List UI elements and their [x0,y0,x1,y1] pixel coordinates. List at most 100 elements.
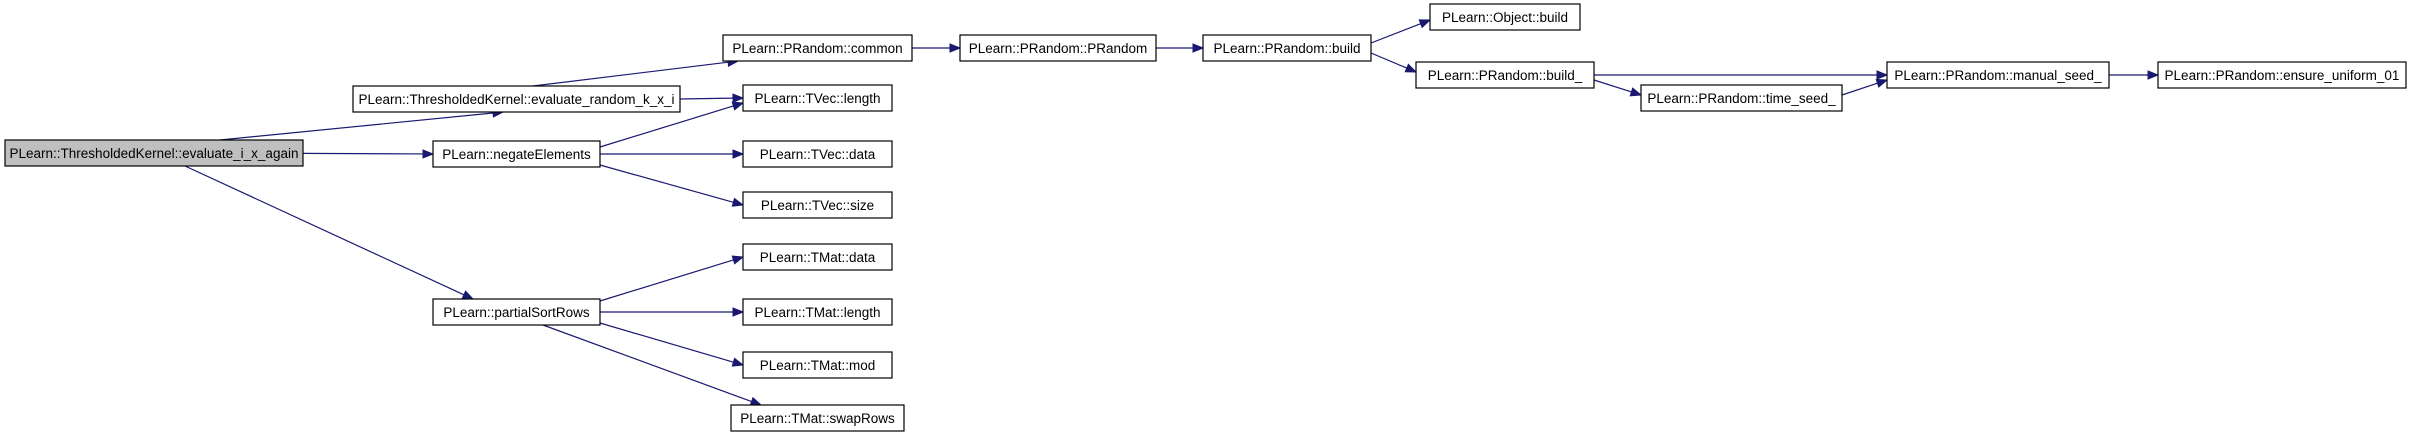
edge-neg-to-tvl [599,101,745,148]
edge-line [302,152,424,155]
edge-psr-to-tms [542,324,763,406]
node-tmm[interactable]: PLearn::TMat::mod [742,351,893,379]
edge-pms-to-peu [2109,70,2160,80]
arrowhead [1418,19,1432,29]
node-box [1886,61,2110,89]
arrowhead [731,255,745,265]
node-box [432,140,601,168]
node-tvl[interactable]: PLearn::TVec::length [742,84,893,112]
edge-prb-to-obj [1370,19,1432,44]
node-tms[interactable]: PLearn::TMat::swapRows [730,404,905,432]
node-erk[interactable]: PLearn::ThresholdedKernel::evaluate_rand… [352,85,681,113]
node-label: PLearn::PRandom::PRandom [969,41,1148,56]
node-peu[interactable]: PLearn::PRandom::ensure_uniform_01 [2157,61,2407,89]
edge-neg-to-tvs [599,164,745,207]
node-box [352,85,681,113]
node-label: PLearn::Object::build [1442,10,1568,25]
node-label: PLearn::TMat::swapRows [740,411,895,426]
edge-line [542,324,752,403]
node-neg[interactable]: PLearn::negateElements [432,140,601,168]
node-box [1202,34,1372,62]
node-pbu[interactable]: PLearn::PRandom::build_ [1415,61,1595,89]
arrowhead [732,307,745,317]
edge-pts-to-pms [1841,78,1889,96]
node-label: PLearn::TVec::length [754,91,880,106]
node-label: PLearn::TVec::size [761,198,874,213]
edge-line [219,112,494,141]
node-label: PLearn::PRandom::build_ [1428,68,1583,83]
edge-prb-to-pbu [1370,52,1418,73]
edge-psr-to-tmm [599,322,745,367]
arrowhead [949,43,962,53]
edge-neg-to-tvd [600,149,745,159]
node-label: PLearn::partialSortRows [443,305,590,320]
arrowhead [1876,70,1889,80]
edge-line [1370,52,1408,69]
edge-line [184,165,465,296]
node-prb[interactable]: PLearn::PRandom::build [1202,34,1372,62]
edge-line [679,97,734,100]
node-tvd[interactable]: PLearn::TVec::data [742,140,893,168]
edge-line [599,259,734,302]
edge-erk-to-prc [532,57,740,87]
arrowhead [732,149,745,159]
node-label: PLearn::PRandom::build [1213,41,1360,56]
edge-root-to-erk [219,108,505,141]
node-box [742,243,893,271]
edge-line [599,164,734,203]
edge-root-to-psr [184,165,475,300]
node-pts[interactable]: PLearn::PRandom::time_seed_ [1640,84,1843,112]
node-box [742,351,893,379]
node-label: PLearn::TMat::data [760,250,876,265]
arrowhead [749,396,763,406]
edge-psr-to-tml [600,307,745,317]
node-root[interactable]: PLearn::ThresholdedKernel::evaluate_i_x_… [4,139,304,167]
arrowhead [732,93,745,103]
node-tmd[interactable]: PLearn::TMat::data [742,243,893,271]
arrowhead [731,357,745,367]
node-box [742,298,893,326]
node-box [1429,3,1581,31]
node-label: PLearn::PRandom::manual_seed_ [1894,68,2102,83]
arrowhead [1629,87,1643,97]
node-tvs[interactable]: PLearn::TVec::size [742,191,893,219]
edge-pbu-to-pms [1594,70,1889,80]
arrowhead [1875,78,1889,88]
edge-prp-to-prb [1156,43,1205,53]
node-label: PLearn::PRandom::ensure_uniform_01 [2165,68,2400,83]
arrowhead [461,290,475,300]
node-box [1415,61,1595,89]
arrowhead [422,149,435,159]
node-label: PLearn::TVec::data [760,147,876,162]
arrowhead [2147,70,2160,80]
node-box [742,84,893,112]
node-prc[interactable]: PLearn::PRandom::common [722,34,913,62]
node-psr[interactable]: PLearn::partialSortRows [432,298,601,326]
edge-pbu-to-pts [1593,79,1643,97]
edge-erk-to-tvl [679,93,745,103]
node-tml[interactable]: PLearn::TMat::length [742,298,893,326]
node-box [742,140,893,168]
node-label: PLearn::PRandom::time_seed_ [1647,91,1836,106]
node-box [4,139,304,167]
edge-prc-to-prp [912,43,962,53]
edge-line [599,105,734,148]
node-box [2157,61,2407,89]
edge-line [599,322,734,363]
node-prp[interactable]: PLearn::PRandom::PRandom [959,34,1157,62]
node-label: PLearn::ThresholdedKernel::evaluate_i_x_… [10,146,299,161]
node-box [722,34,913,62]
arrowhead [731,101,745,111]
arrowhead [1404,63,1418,73]
edge-line [1841,82,1878,96]
node-obj[interactable]: PLearn::Object::build [1429,3,1581,31]
edge-root-to-neg [302,149,435,159]
node-box [742,191,893,219]
arrowhead [1192,43,1205,53]
edge-psr-to-tmd [599,255,745,302]
nodes-layer: PLearn::ThresholdedKernel::evaluate_i_x_… [4,3,2407,432]
edge-line [1370,23,1421,44]
node-pms[interactable]: PLearn::PRandom::manual_seed_ [1886,61,2110,89]
node-label: PLearn::negateElements [442,147,591,162]
node-box [730,404,905,432]
